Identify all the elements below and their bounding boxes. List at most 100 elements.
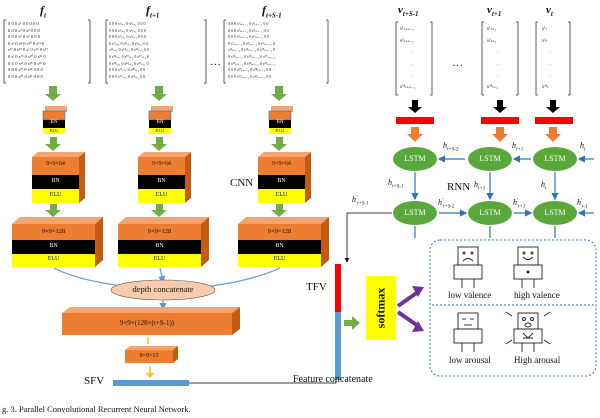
cnn-big-block-1: [12, 217, 103, 267]
big-dims-label-1: 9×9×128: [41, 228, 66, 235]
big-bn-label-2: BN: [155, 243, 164, 249]
h-t1-top-label: ht+1: [512, 141, 524, 153]
big-bn-label-3: BN: [275, 243, 284, 249]
low-arousal-figure: [453, 312, 483, 352]
orange-arrows: [407, 127, 561, 142]
classifier-arrowhead-down: [412, 321, 424, 332]
high-valence-figure: [513, 246, 543, 288]
flat-dims-label: 9×9×(128×(t+S-1)): [119, 319, 175, 327]
lstm-label-4: LSTM: [404, 208, 426, 217]
big-dims-label-2: 9×9×128: [147, 228, 172, 235]
softmax-label-wrapper: softmax: [366, 276, 396, 340]
lstm-cells: [393, 147, 577, 225]
cnn-title: CNN: [230, 177, 254, 189]
input-arrows: [45, 86, 287, 101]
lstm-label-6: LSTM: [544, 208, 566, 217]
final-down-arrowhead: [146, 373, 154, 378]
cnn-mid-block-3: [258, 152, 311, 203]
cnn-big-block-2: [118, 217, 209, 267]
matrix-ft-label: ft: [40, 3, 46, 20]
small-bn-label-3: BN: [276, 120, 284, 125]
small-elu-label-3: ELU: [275, 128, 285, 133]
mid-elu-label-1: ELU: [49, 192, 62, 198]
to-softmax-arrow: [344, 316, 360, 330]
cnn-mid-block-2: [138, 152, 191, 203]
flat-block: [62, 307, 240, 335]
final-block: [125, 346, 178, 363]
rnn-to-tfv-arrow: [344, 212, 392, 263]
h-tS-label: ht+S-1: [388, 178, 404, 190]
low-arousal-label: low arousal: [449, 355, 491, 365]
lstm-label-5: LSTM: [479, 208, 501, 217]
cnn-arrows-1: [45, 137, 287, 151]
h-t1-label: ht+1: [474, 180, 486, 192]
mid-elu-label-2: ELU: [155, 192, 168, 198]
mid-dims-label-2: 9×9×64: [152, 161, 171, 167]
red-bar-1: [396, 117, 434, 124]
tfv-bar: [335, 264, 341, 312]
matrix-ellipsis: …: [210, 56, 221, 68]
lstm-label-2: LSTM: [479, 154, 501, 163]
red-bar-2: [481, 117, 519, 124]
vector-vtS-label: vt+S-1: [398, 4, 419, 19]
tfv-label: TFV: [306, 281, 327, 293]
low-valence-figure: [453, 246, 483, 288]
feature-concat-label: Feature concatenate: [293, 374, 373, 385]
small-bn-label-2: BN: [156, 120, 164, 125]
figure-caption: g. 3. Parallel Convolutional Recurrent N…: [2, 404, 191, 414]
high-arousal-label: High arousal: [514, 355, 561, 365]
matrix-ftS-label: ft+S-1: [262, 3, 282, 20]
lstm-label-1: LSTM: [404, 154, 426, 163]
classifier-arrows: [396, 290, 420, 328]
cnn-small-block-3: [268, 106, 293, 134]
mid-bn-label-1: BN: [51, 178, 60, 184]
mid-elu-label-3: ELU: [275, 192, 288, 198]
output-frame: [429, 239, 597, 377]
classifier-arrowhead-up: [412, 286, 424, 297]
h-t-label: ht: [541, 180, 547, 192]
red-bar-3: [535, 117, 573, 124]
big-elu-label-3: ELU: [273, 256, 286, 262]
matrix-brackets: [3, 19, 571, 96]
h-t-top-label: ht: [580, 141, 586, 153]
vector-down-arrows: [408, 100, 560, 113]
cnn-small-block-1: [42, 106, 67, 134]
sfv-part-bar: [335, 312, 341, 380]
depth-concat-label: depth concatenate: [132, 284, 194, 294]
softmax-label: softmax: [373, 287, 388, 329]
cnn-mid-block-1: [32, 152, 85, 203]
rnn-title: RNN: [447, 181, 471, 193]
small-elu-label-1: ELU: [49, 128, 59, 133]
hp-tS-label: h′t+S-1: [352, 195, 369, 207]
small-elu-label-2: ELU: [155, 128, 165, 133]
matrix-ft1-label: ft+1: [146, 3, 160, 20]
hp-tm1-label: h′t-1: [577, 198, 588, 210]
mid-bn-label-2: BN: [157, 178, 166, 184]
softmax-box: [366, 276, 396, 340]
hp-t1-label: h′t+1: [513, 198, 526, 210]
mid-dims-label-3: 9×9×64: [272, 161, 291, 167]
hp-tS2-label: h′t+S-2: [438, 198, 455, 210]
big-bn-label-1: BN: [49, 243, 58, 249]
vector-vt-label: vt: [546, 4, 553, 19]
big-dims-label-3: 9×9×128: [267, 228, 292, 235]
high-arousal-figure: [505, 311, 551, 352]
lstm-label-3: LSTM: [544, 154, 566, 163]
sfv-label: SFV: [84, 375, 105, 387]
big-elu-label-1: ELU: [47, 256, 60, 262]
high-valence-label: high valence: [514, 290, 560, 300]
small-bn-label-1: BN: [50, 120, 58, 125]
rnn-arrows: [411, 155, 594, 238]
mid-bn-label-3: BN: [277, 178, 286, 184]
mid-dims-label-1: 9×9×64: [46, 161, 65, 167]
vector-vt1-label: vt+1: [487, 4, 502, 19]
big-elu-label-2: ELU: [153, 256, 166, 262]
low-valence-label: low valence: [448, 290, 492, 300]
